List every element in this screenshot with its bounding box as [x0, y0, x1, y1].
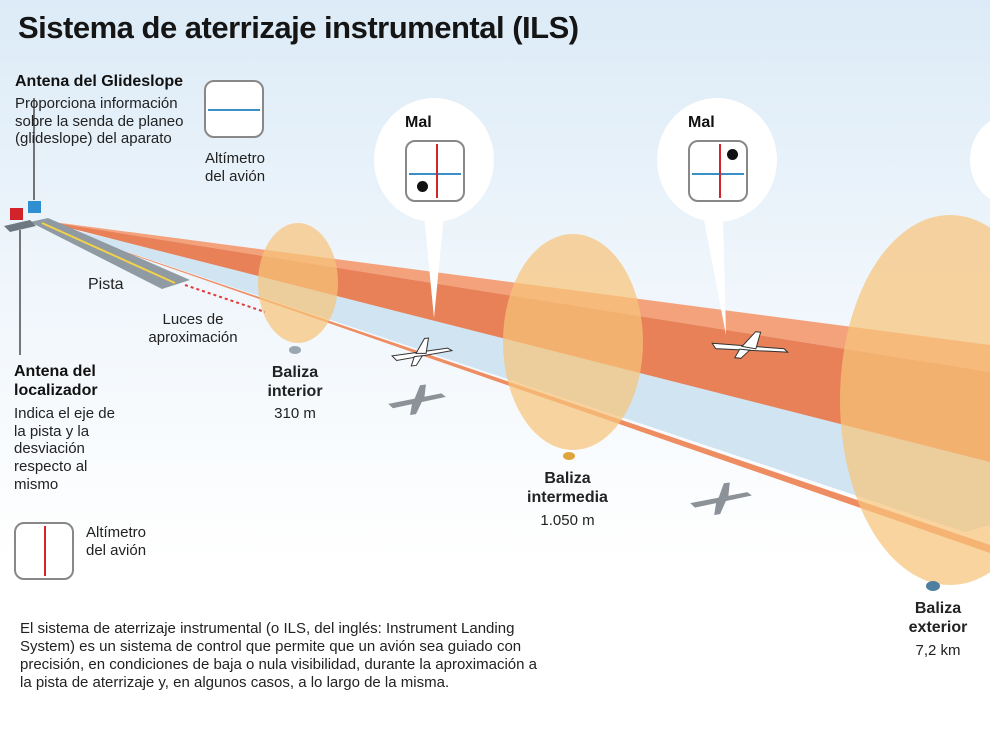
callout-2-indicator — [688, 140, 748, 202]
airplane-shadow-2 — [690, 482, 752, 515]
outer-beacon-marker — [926, 581, 940, 591]
localizer-heading: Antena del localizador — [14, 363, 98, 399]
glideslope-antenna-icon — [28, 201, 41, 213]
airplane-1 — [391, 337, 454, 367]
glideslope-heading: Antena del Glideslope — [15, 73, 184, 90]
altimeter-glideslope-icon — [204, 80, 264, 138]
callout-2-dot — [727, 149, 738, 160]
approach-lights-label: Luces de aproximación — [148, 311, 238, 346]
callout-1-status: Mal — [405, 114, 432, 131]
middle-beacon-name: Baliza intermedia — [527, 470, 608, 506]
middle-beacon-marker — [563, 452, 575, 460]
altimeter-localizer-icon — [14, 522, 74, 580]
outer-beacon-name: Baliza exterior — [908, 600, 968, 636]
airplane-shadow-1 — [388, 384, 446, 415]
page-title: Sistema de aterrizaje instrumental (ILS) — [18, 10, 579, 45]
callout-1-dot — [417, 181, 428, 192]
runway-centerline — [41, 222, 176, 284]
outer-beacon-distance: 7,2 km — [915, 642, 961, 659]
middle-beacon-distance: 1.050 m — [540, 512, 595, 529]
altimeter-top-label: Altímetro del avión — [205, 150, 266, 185]
approach-lights — [184, 284, 266, 313]
localizer-antenna-base — [4, 220, 36, 232]
runway-label: Pista — [88, 276, 124, 293]
middle-beacon-lobe — [503, 234, 643, 450]
localizer-description: Indica el eje de la pista y la desviació… — [14, 405, 115, 493]
inner-beacon-lobe — [258, 223, 338, 343]
description-paragraph: El sistema de aterrizaje instrumental (o… — [20, 620, 537, 691]
altimeter-bottom-label: Altímetro del avión — [86, 524, 147, 559]
inner-beacon-name: Baliza interior — [267, 364, 323, 400]
glideslope-description: Proporciona información sobre la senda d… — [15, 95, 184, 148]
outer-beacon-lobe — [840, 215, 990, 585]
callout-bubble-2 — [657, 98, 777, 335]
airplane-2 — [711, 331, 790, 359]
inner-beacon-marker — [289, 346, 301, 354]
callout-2-status: Mal — [688, 114, 715, 131]
inner-beacon-distance: 310 m — [274, 405, 316, 422]
localizer-antenna-icon — [10, 208, 23, 220]
callout-1-indicator — [405, 140, 465, 202]
callout-bubble-3-partial — [970, 121, 990, 199]
